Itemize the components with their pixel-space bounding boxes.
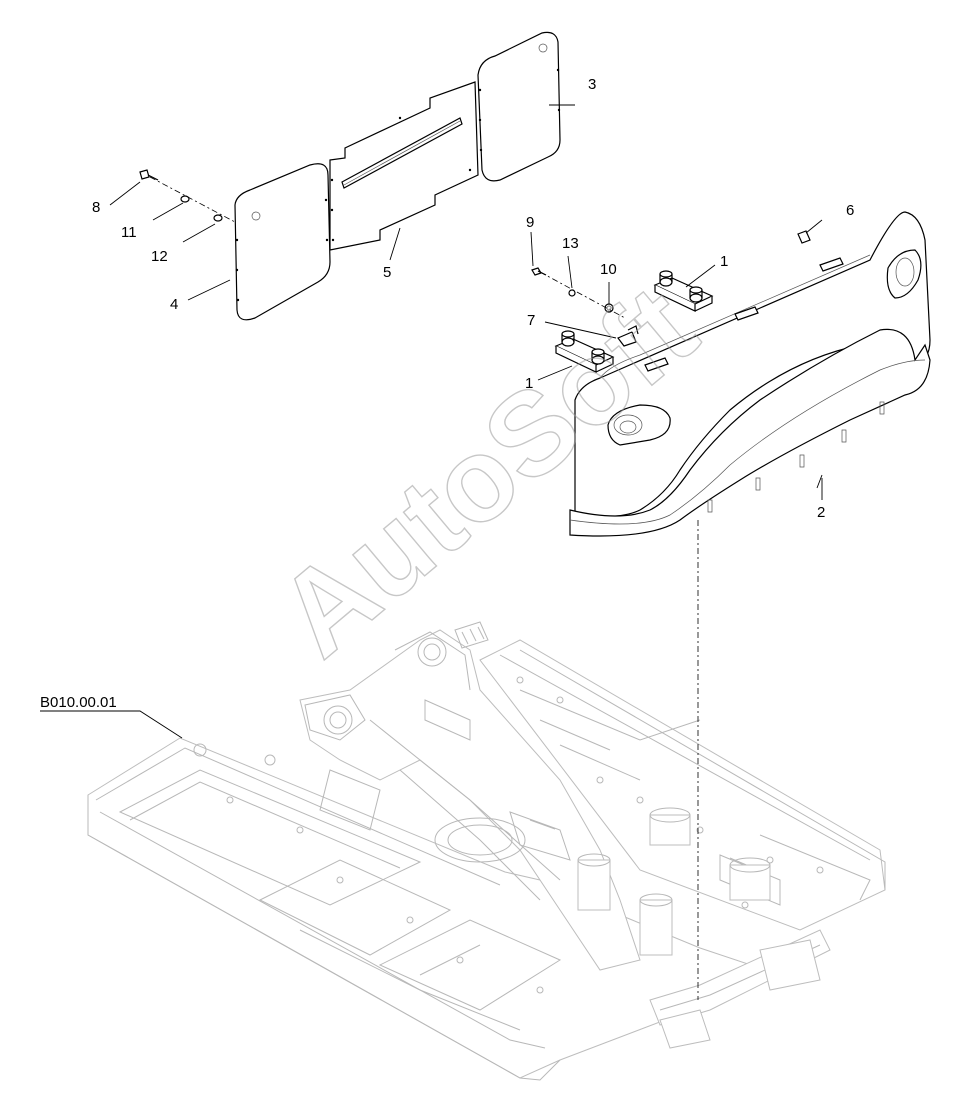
- callout-1-front: 1: [525, 375, 533, 392]
- callout-5: 5: [383, 264, 391, 281]
- side-cover-panel-3: [477, 31, 561, 182]
- bracket-7: [617, 325, 639, 347]
- callout-8: 8: [92, 199, 100, 216]
- washer-12: [213, 214, 223, 222]
- callout-3: 3: [588, 76, 596, 93]
- reference-label: B010.00.01: [40, 694, 117, 711]
- callout-4: 4: [170, 296, 178, 313]
- screw-8: [139, 169, 159, 181]
- clip-6: [797, 230, 811, 244]
- side-cover-panel-4: [234, 163, 331, 321]
- center-cover-panel-5: [329, 81, 479, 251]
- callout-13: 13: [562, 235, 579, 252]
- callout-1-rear: 1: [720, 253, 728, 270]
- mount-bracket-rear: [653, 270, 714, 312]
- callout-12: 12: [151, 248, 168, 265]
- callout-9: 9: [526, 214, 534, 231]
- callout-11: 11: [121, 224, 137, 241]
- leader-lines: [40, 104, 823, 739]
- callout-7: 7: [527, 312, 535, 329]
- callout-6: 6: [846, 202, 854, 219]
- callout-2: 2: [817, 504, 825, 521]
- assembly-lines: [149, 176, 699, 1000]
- upper-frame-assembly: [87, 621, 886, 1081]
- callout-10: 10: [600, 261, 617, 278]
- counterweight: [569, 211, 931, 537]
- washer-13: [568, 289, 576, 297]
- mount-bracket-front: [554, 330, 615, 373]
- callouts: 3 6 9 13 10 1 7 1 2 8 11 12 4 5 B010.00.…: [40, 76, 854, 711]
- washer-11: [180, 195, 190, 203]
